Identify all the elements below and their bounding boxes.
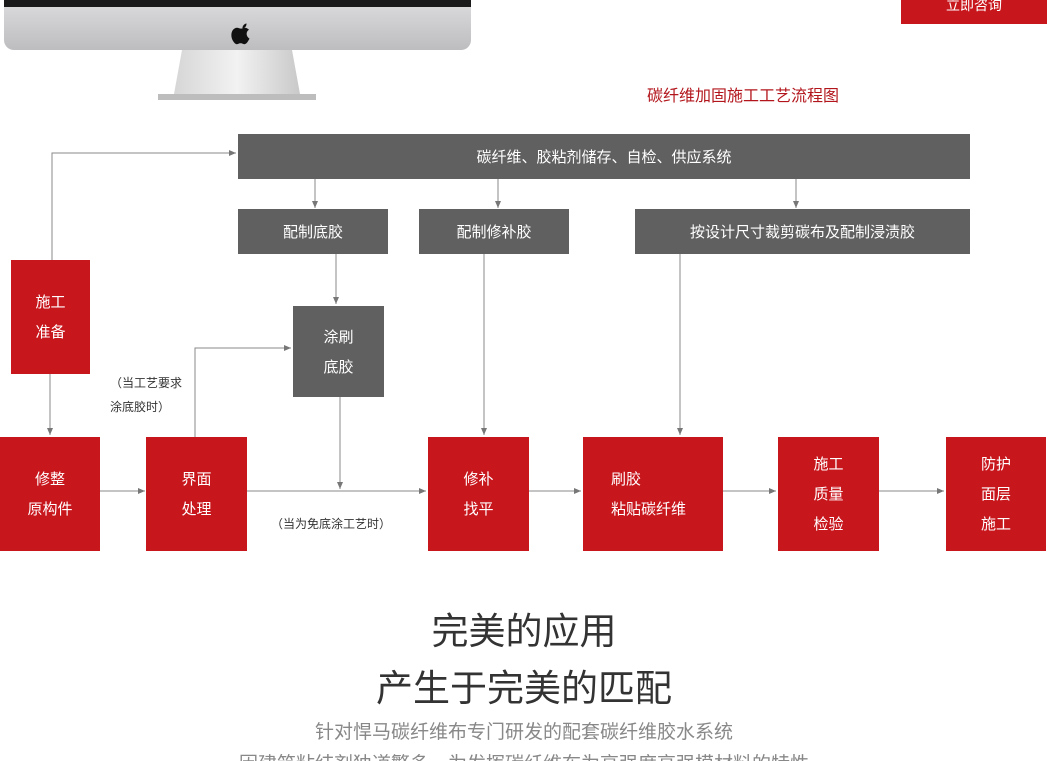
supply-system-box: 碳纤维、胶粘剂储存、自检、供应系统 (238, 134, 970, 179)
subtitle-adhesive-reason: 因建筑粘结剂独道繁多，为发挥碳纤维布为高强度高强模材料的特性 (0, 749, 1048, 761)
arrow-prep-to-supply (51, 150, 236, 260)
bond-carbon-box: 刷胶 粘贴碳纤维 (583, 437, 723, 551)
quality-inspection-box: 施工 质量 检验 (778, 437, 879, 551)
note-no-primer: （当为免底涂工艺时） (271, 517, 392, 531)
apple-logo-icon (231, 23, 250, 45)
monitor-screen (4, 0, 471, 50)
brush-primer-box: 涂刷 底胶 (293, 306, 384, 397)
consult-button[interactable]: 立即咨询 (901, 0, 1047, 24)
prepare-repair-box: 配制修补胶 (419, 209, 569, 254)
monitor-stand (158, 50, 316, 100)
trim-member-box: 修整 原构件 (0, 437, 100, 551)
flowchart-title: 碳纤维加固施工工艺流程图 (647, 86, 840, 105)
repair-level-box: 修补 找平 (428, 437, 529, 551)
arrow-surface-to-brush (194, 345, 291, 437)
prepare-primer-box: 配制底胶 (238, 209, 388, 254)
cut-cloth-box: 按设计尺寸裁剪碳布及配制浸渍胶 (635, 209, 970, 254)
protective-layer-box: 防护 面层 施工 (946, 437, 1046, 551)
headline-perfect-match: 产生于完美的匹配 (376, 667, 672, 710)
construction-prep-box: 施工 准备 (11, 260, 90, 374)
surface-treatment-box: 界面 处理 (146, 437, 247, 551)
note-primer-required: （当工艺要求 涂底胶时） (110, 376, 183, 414)
subtitle-adhesive-system: 针对悍马碳纤维布专门研发的配套碳纤维胶水系统 (314, 721, 733, 743)
headline-perfect-application: 完美的应用 (431, 610, 617, 653)
